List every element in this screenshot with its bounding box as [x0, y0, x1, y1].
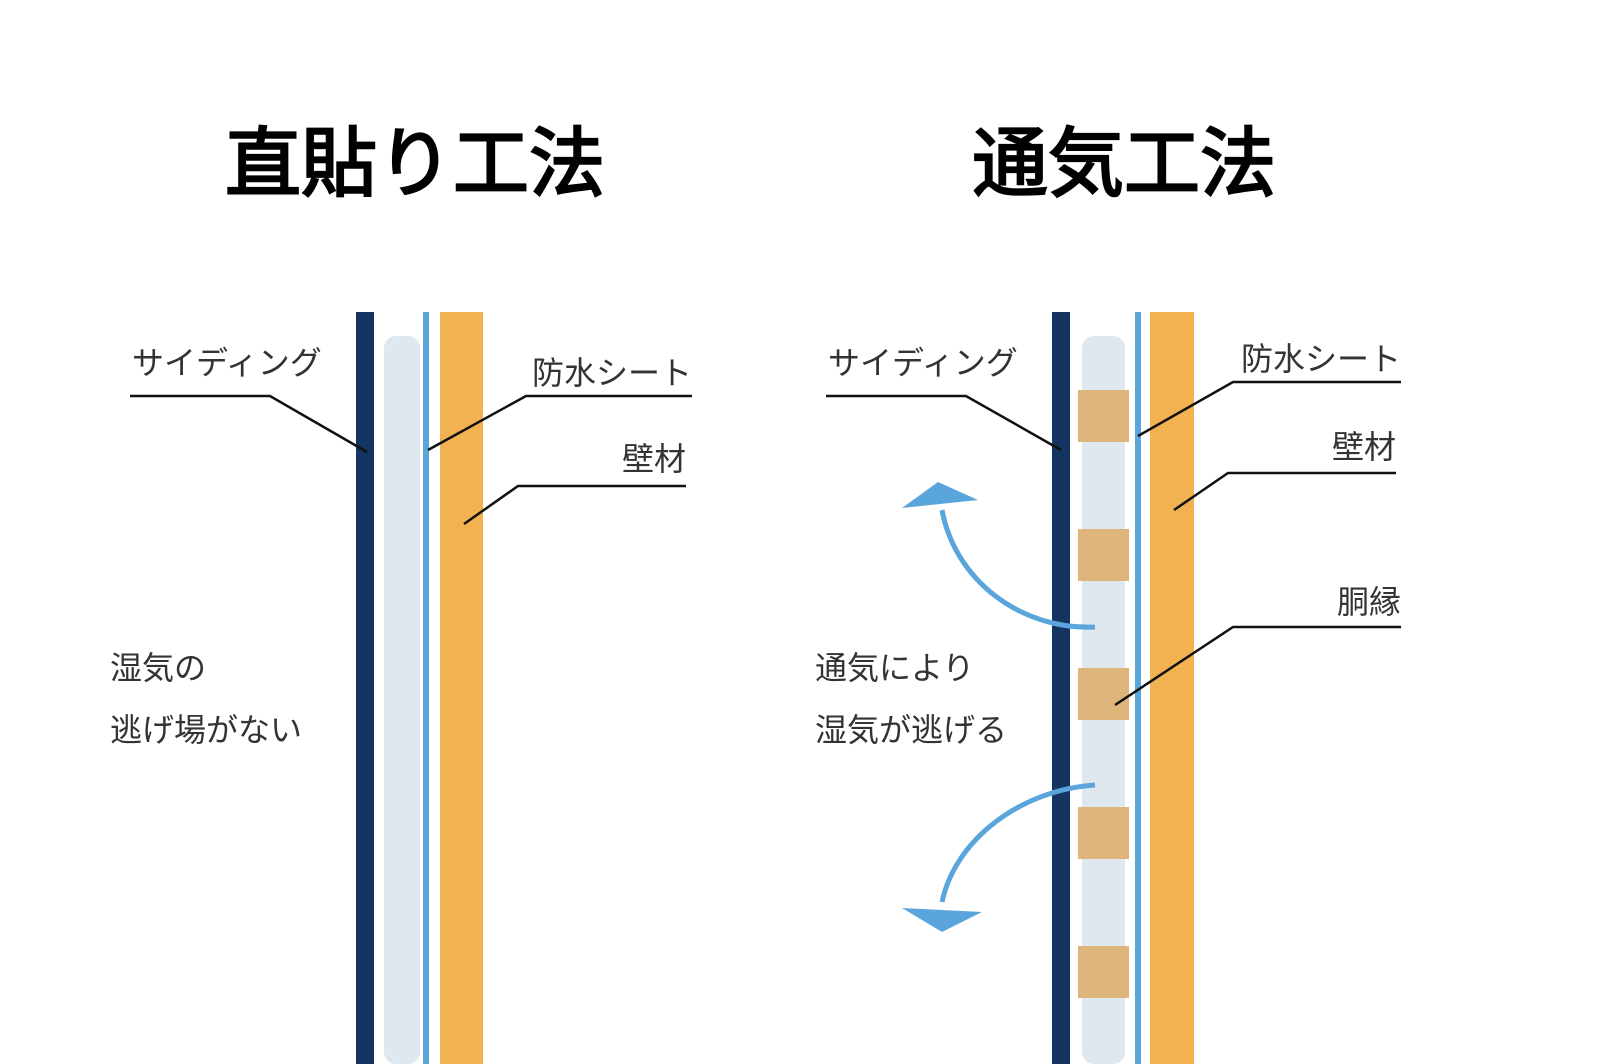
moisture-escape-arrow-upper-head — [902, 482, 978, 508]
right-furring-strip-label: 胴縁 — [1337, 583, 1401, 621]
moisture-escape-arrow-lower-head — [902, 908, 982, 932]
left-air-gap-layer — [384, 336, 420, 1064]
moisture-escape-arrow-upper — [939, 509, 1096, 630]
right-waterproof-sheet-leader-line — [1137, 380, 1401, 438]
furring-strip-3 — [1078, 668, 1129, 720]
right-wall-material-label: 壁材 — [1332, 428, 1396, 466]
right-siding-layer — [1052, 312, 1070, 1064]
left-panel-title: 直貼り工法 — [225, 119, 605, 208]
moisture-escape-arrow-lower — [939, 782, 1096, 903]
left-wall-material-leader-line — [463, 484, 686, 526]
right-furring-strips — [1078, 390, 1129, 998]
right-siding-leader-line — [826, 394, 1062, 452]
furring-strip-4 — [1078, 807, 1129, 859]
left-siding-layer — [356, 312, 374, 1064]
right-wall-material-layer — [1150, 312, 1194, 1064]
left-waterproof-sheet-leader-line — [427, 394, 692, 452]
furring-strip-2 — [1078, 529, 1129, 581]
right-wall-material-leader-line — [1173, 471, 1396, 512]
right-waterproof-sheet-label: 防水シート — [1241, 340, 1401, 378]
left-waterproof-sheet-label: 防水シート — [532, 354, 692, 392]
left-panel: 直貼り工法 サイディング 防水シート 壁材 湿気の 逃げ場がない — [110, 119, 692, 1064]
right-note-line-2: 湿気が逃げる — [815, 711, 1007, 749]
left-note-line-1: 湿気の — [110, 649, 206, 687]
left-note-line-2: 逃げ場がない — [110, 711, 302, 749]
right-waterproof-sheet-layer — [1135, 312, 1141, 1064]
left-waterproof-sheet-layer — [423, 312, 429, 1064]
furring-strip-5 — [1078, 946, 1129, 998]
right-note-line-1: 通気により — [815, 649, 974, 687]
right-furring-strip-leader-line — [1114, 625, 1401, 707]
curved-arrow-icon-lower — [902, 782, 1096, 932]
curved-arrow-icon-upper — [902, 482, 1096, 630]
left-wall-material-label: 壁材 — [622, 440, 686, 478]
right-siding-label: サイディング — [828, 344, 1018, 382]
right-panel: 通気工法 サイディング 防水シート 壁材 胴縁 通気により 湿気が逃げる — [815, 119, 1401, 1064]
left-siding-label: サイディング — [132, 344, 322, 382]
furring-strip-1 — [1078, 390, 1129, 442]
left-siding-leader-line — [130, 394, 368, 454]
left-wall-material-layer — [440, 312, 483, 1064]
right-panel-title: 通気工法 — [972, 119, 1276, 208]
